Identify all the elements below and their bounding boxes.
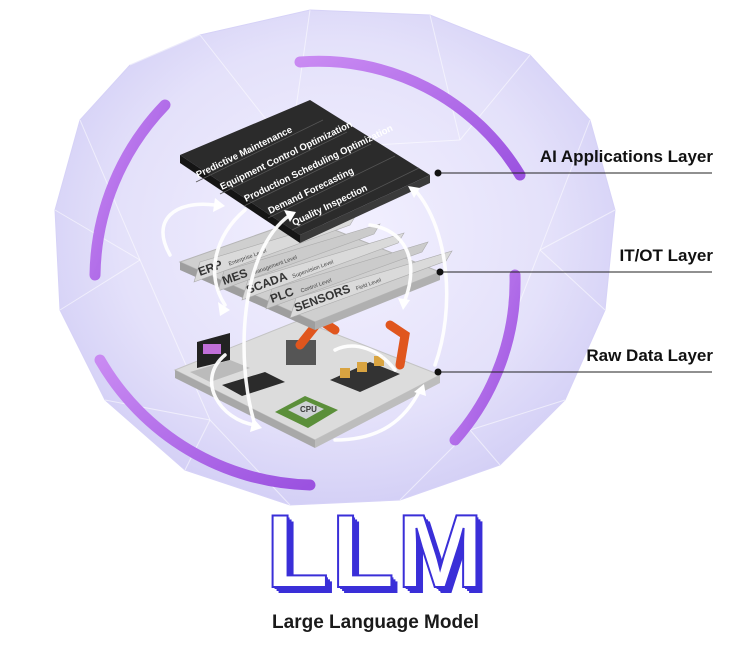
ai-panel xyxy=(180,100,430,243)
arrowhead-6 xyxy=(408,186,420,198)
arrow-left-loop xyxy=(212,208,247,307)
arrow-right-down xyxy=(368,223,413,302)
ai-row-divider xyxy=(219,131,348,195)
llm-subtitle: Large Language Model xyxy=(272,612,479,633)
arrow-bottom-loop xyxy=(209,353,257,427)
itot-leader-dot xyxy=(436,268,444,276)
ai-applications-layer-label: AI Applications Layer xyxy=(539,147,713,166)
raw-data-layer-label: Raw Data Layer xyxy=(586,346,713,365)
ring-arc-bottom xyxy=(94,354,316,491)
arrowhead-7 xyxy=(414,384,426,396)
ai-row-divider xyxy=(243,143,372,207)
itot-row-tab xyxy=(265,241,429,310)
ai-row-divider xyxy=(291,167,420,231)
ai-row-divider xyxy=(267,155,396,219)
raw-data-devices xyxy=(190,313,410,428)
ring-arc-right xyxy=(449,269,521,446)
arrowhead-5 xyxy=(398,298,410,310)
ring-arc-left xyxy=(89,99,171,281)
arrowhead-1 xyxy=(213,198,225,212)
arrow-center-up xyxy=(242,213,292,427)
itot-row-tab xyxy=(241,232,405,301)
arrow-left-up xyxy=(161,202,217,257)
arrowhead-4 xyxy=(250,418,262,432)
llm-logo-title: LLM xyxy=(265,494,486,610)
arrowhead-2 xyxy=(218,302,230,316)
itot-layer-label: IT/OT Layer xyxy=(619,246,713,265)
arrowhead-3 xyxy=(284,210,296,222)
arrow-bottom-right xyxy=(333,388,422,442)
itot-row-tab xyxy=(217,223,381,292)
ai-row-divider xyxy=(195,119,324,183)
raw-leader-dot xyxy=(434,368,442,376)
ai-leader-dot xyxy=(434,169,442,177)
cpu-chip-label: CPU xyxy=(300,405,317,414)
ring-arc-top xyxy=(294,55,526,181)
arrow-heads xyxy=(213,186,426,432)
arrow-center-down xyxy=(333,344,397,372)
